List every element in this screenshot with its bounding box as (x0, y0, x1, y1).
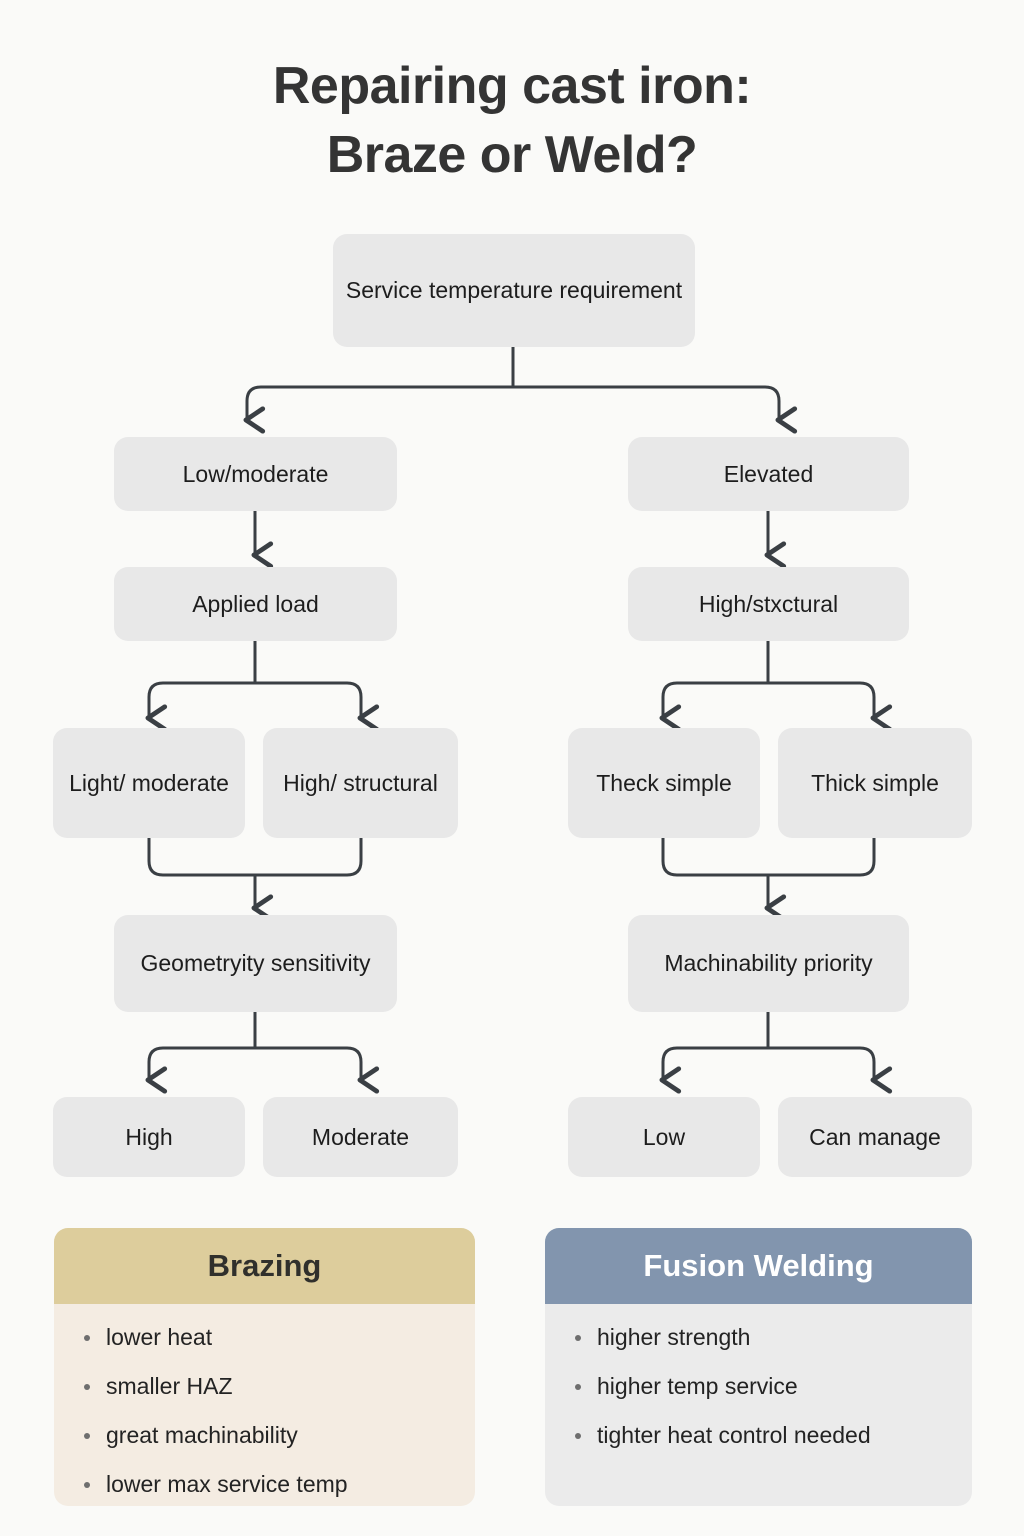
node-left-high-structural[interactable]: High/ structural (263, 728, 458, 838)
list-item: lower heat (84, 1324, 459, 1350)
list-item: tighter heat control needed (575, 1422, 956, 1448)
bullet-text: lower max service temp (106, 1471, 348, 1497)
card-brazing-body: lower heat smaller HAZ great machinabili… (54, 1304, 475, 1506)
node-root[interactable]: Service temperature requirement (333, 234, 695, 347)
bullet-icon (84, 1384, 90, 1390)
title-line-1: Repairing cast iron: (272, 57, 752, 115)
connector-right-merge-b (766, 836, 876, 877)
node-left-geometry-sensitivity[interactable]: Geometryity sensitivity (114, 915, 397, 1012)
node-right-theck-simple[interactable]: Theck simple (568, 728, 760, 838)
node-right-high-structural[interactable]: High/stxctural (628, 567, 909, 641)
card-fusion-welding-title: Fusion Welding (545, 1228, 972, 1304)
connector-left-l4-split-left (149, 1046, 257, 1080)
node-left-applied-load[interactable]: Applied load (114, 567, 397, 641)
connector-right-l4-split-left (663, 1046, 770, 1080)
list-item: lower max service temp (84, 1471, 459, 1497)
card-fusion-welding-bullet-list: higher strength higher temp service tigh… (549, 1326, 968, 1447)
node-right-low[interactable]: Low (568, 1097, 760, 1177)
connector-right-l2-split-right (766, 681, 874, 718)
bullet-icon (84, 1482, 90, 1488)
card-fusion-welding-body: higher strength higher temp service tigh… (545, 1304, 972, 1457)
node-right-elevated[interactable]: Elevated (628, 437, 909, 511)
node-left-light-moderate[interactable]: Light/ moderate (53, 728, 245, 838)
bullet-text: great machinability (106, 1422, 298, 1448)
connector-left-merge-a (147, 836, 257, 877)
title-line-2: Braze or Weld? (326, 126, 698, 185)
node-right-machinability-priority[interactable]: Machinability priority (628, 915, 909, 1012)
card-brazing-bullet-list: lower heat smaller HAZ great machinabili… (58, 1326, 471, 1496)
connector-right-l2-split-left (663, 681, 770, 718)
list-item: great machinability (84, 1422, 459, 1448)
connector-root-split-left (247, 385, 515, 420)
bullet-icon (575, 1433, 581, 1439)
bullet-text: tighter heat control needed (597, 1422, 871, 1448)
bullet-icon (84, 1335, 90, 1341)
connector-right-l4-split-right (766, 1046, 874, 1080)
node-left-low-moderate[interactable]: Low/moderate (114, 437, 397, 511)
connector-left-l2-split-left (149, 681, 257, 718)
connector-root-split-right (511, 385, 779, 420)
connector-right-merge-a (661, 836, 770, 877)
bullet-text: smaller HAZ (106, 1373, 233, 1399)
summary-card-fusion-welding[interactable]: Fusion Welding higher strength higher te… (545, 1228, 972, 1506)
connector-left-merge-b (253, 836, 363, 877)
summary-card-brazing[interactable]: Brazing lower heat smaller HAZ great mac… (54, 1228, 475, 1506)
node-left-moderate[interactable]: Moderate (263, 1097, 458, 1177)
bullet-icon (575, 1335, 581, 1341)
node-right-can-manage[interactable]: Can manage (778, 1097, 972, 1177)
bullet-text: lower heat (106, 1324, 213, 1350)
bullet-icon (84, 1433, 90, 1439)
node-right-thick-simple[interactable]: Thick simple (778, 728, 972, 838)
list-item: higher temp service (575, 1373, 956, 1399)
bullet-text: higher strength (597, 1324, 751, 1350)
bullet-text: higher temp service (597, 1373, 798, 1399)
card-brazing-title: Brazing (54, 1228, 475, 1304)
bullet-icon (575, 1384, 581, 1390)
connector-left-l4-split-right (253, 1046, 361, 1080)
connector-left-l2-split-right (253, 681, 361, 718)
page-title: Repairing cast iron: Braze or Weld? (0, 52, 1024, 190)
node-left-high[interactable]: High (53, 1097, 245, 1177)
list-item: smaller HAZ (84, 1373, 459, 1399)
list-item: higher strength (575, 1324, 956, 1350)
